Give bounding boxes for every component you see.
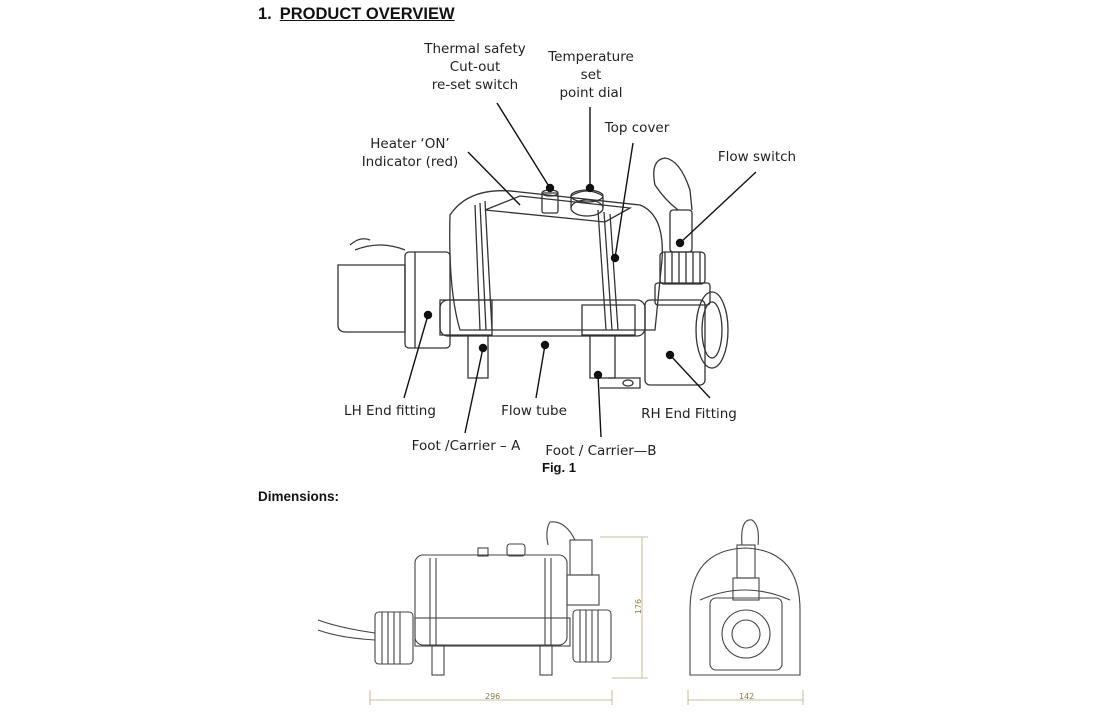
section-title: PRODUCT OVERVIEW [279, 5, 455, 23]
label-flow-tube: Flow tube [501, 403, 567, 419]
dimension-side-view [317, 521, 612, 676]
rh-end-fitting-shape [644, 299, 706, 386]
section-heading: 1. PRODUCT OVERVIEW [258, 5, 455, 24]
dimension-depth: 142 [739, 692, 755, 701]
dimension-end-view [689, 519, 801, 676]
dimensions-heading: Dimensions: [258, 489, 340, 504]
label-top-cover: Top cover [604, 120, 670, 136]
label-rh-end-fitting: RH End Fitting [641, 406, 737, 422]
section-number: 1. [258, 5, 272, 23]
figure-caption: Fig. 1 [542, 460, 576, 475]
label-thermal-safety: Thermal safety Cut-out re-set switch [424, 41, 526, 93]
dimension-height: 176 [634, 598, 644, 615]
label-foot-carrier-b: Foot / Carrier—B [545, 443, 657, 459]
label-heater-on: Heater ‘ON’ Indicator (red) [361, 136, 459, 170]
dimension-lines [369, 536, 804, 705]
label-lh-end-fitting: LH End fitting [344, 403, 436, 419]
dimension-width: 296 [485, 692, 501, 701]
label-flow-switch: Flow switch [717, 149, 797, 165]
label-foot-carrier-a: Foot /Carrier – A [411, 438, 521, 454]
main-body-shape [449, 190, 663, 331]
label-temperature-dial: Temperature set point dial [548, 49, 634, 101]
lh-hose [337, 264, 406, 333]
flow-switch-shape [659, 251, 706, 285]
